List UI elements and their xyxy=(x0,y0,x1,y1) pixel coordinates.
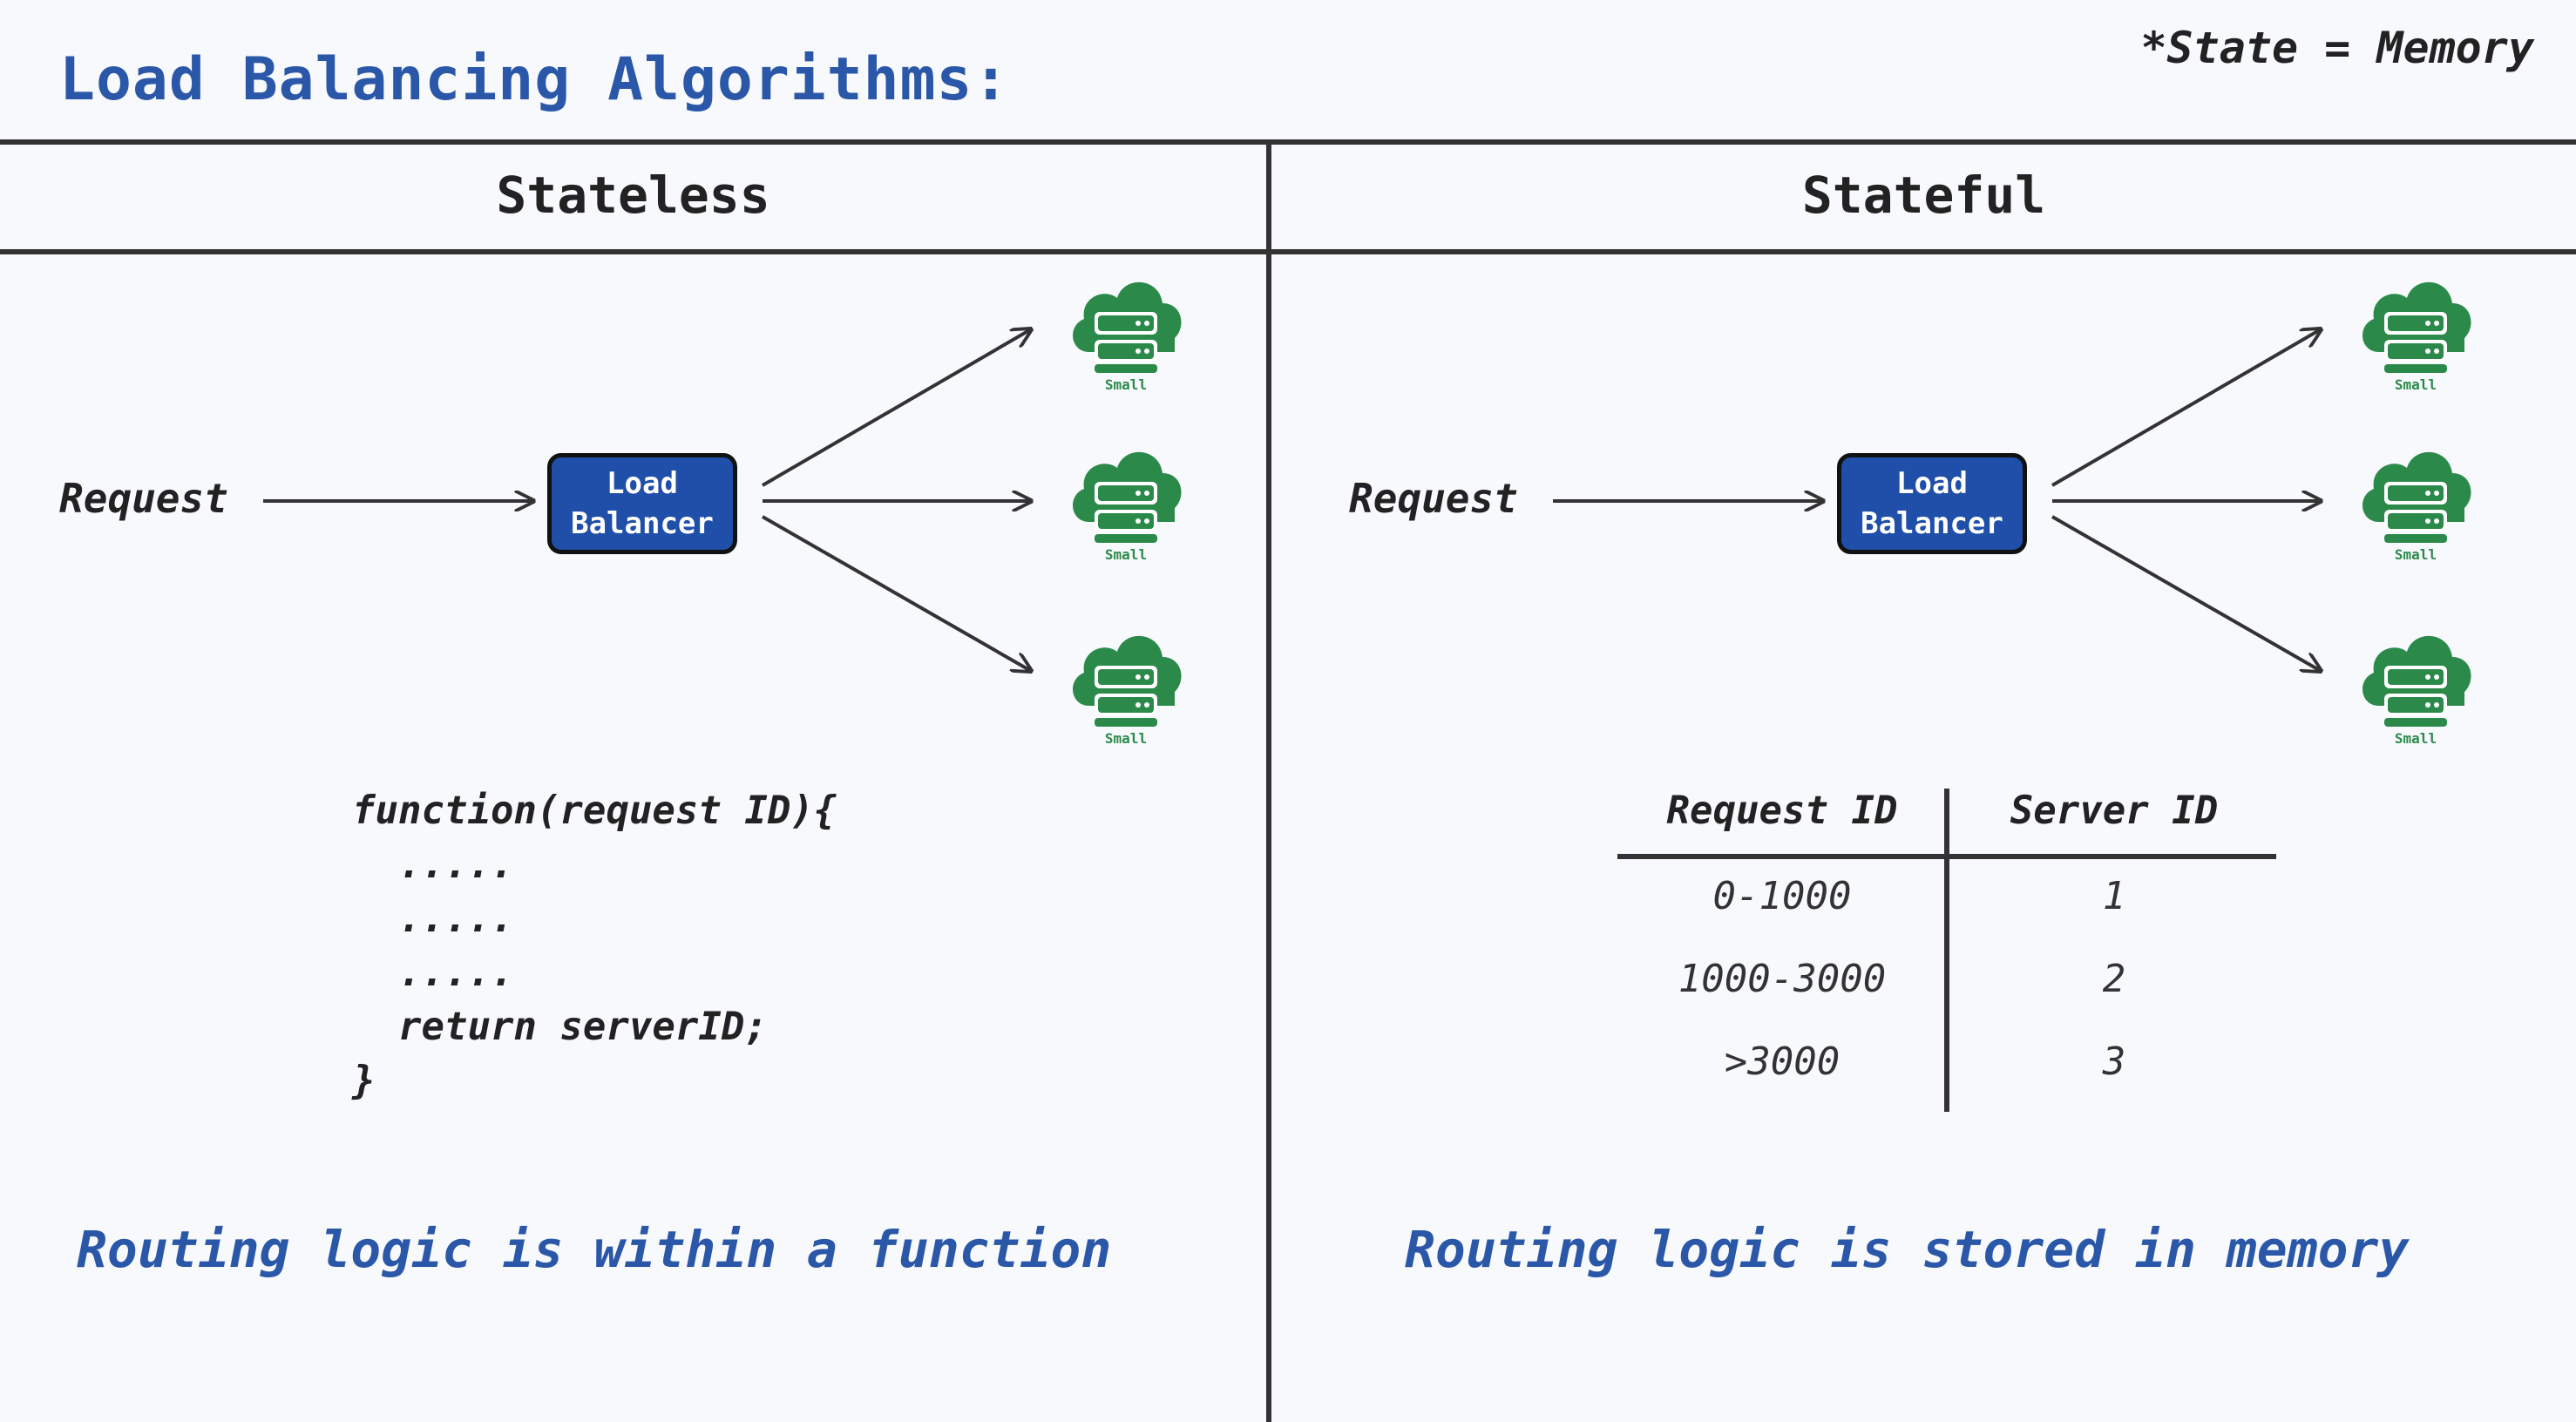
stateful-caption: Routing logic is stored in memory xyxy=(1405,1220,2410,1279)
state-note: *State = Memory xyxy=(2140,23,2534,73)
server-1-stateless: Small xyxy=(1063,268,1189,399)
code-line: ..... xyxy=(352,951,514,995)
request-label-stateful: Request xyxy=(1349,475,1518,522)
routing-function-code: function(request ID){ ..... ..... ..... … xyxy=(352,784,837,1108)
table-cell-request-range: 0-1000 xyxy=(1712,874,1852,918)
server-3-stateless: Small xyxy=(1063,622,1189,753)
server-size-label: Small xyxy=(1104,730,1148,747)
server-size-label: Small xyxy=(1104,376,1148,393)
server-size-label: Small xyxy=(1104,546,1148,563)
stateless-header: Stateless xyxy=(496,166,770,225)
cloud-server-icon xyxy=(1073,281,1182,373)
server-size-label: Small xyxy=(2394,730,2437,747)
page-title: Load Balancing Algorithms: xyxy=(59,45,1010,114)
server-3-stateful: Small xyxy=(2353,622,2478,753)
server-2-stateless: Small xyxy=(1063,438,1189,569)
load-balancer-stateful: Load Balancer xyxy=(1837,453,2027,554)
cloud-server-icon xyxy=(2362,281,2471,373)
table-cell-server-id: 1 xyxy=(2102,874,2126,918)
request-label-stateless: Request xyxy=(59,475,228,522)
top-divider xyxy=(0,139,2576,145)
table-cell-server-id: 3 xyxy=(2102,1039,2126,1084)
header-divider xyxy=(0,249,2576,254)
code-line: ..... xyxy=(352,843,514,887)
cloud-server-icon xyxy=(1073,451,1182,543)
lb-to-server-3-left xyxy=(762,515,1031,671)
cloud-server-icon xyxy=(2362,635,2471,727)
code-line: ..... xyxy=(352,897,514,941)
code-line: } xyxy=(352,1059,376,1103)
load-balancer-stateless: Load Balancer xyxy=(547,453,737,554)
lb-to-server-1-right xyxy=(2051,329,2321,487)
table-cell-request-range: >3000 xyxy=(1724,1039,1840,1084)
table-header-request-id: Request ID xyxy=(1666,789,1898,833)
lb-to-server-3-right xyxy=(2051,515,2321,671)
cloud-server-icon xyxy=(1073,635,1182,727)
server-1-stateful: Small xyxy=(2353,268,2478,399)
center-divider xyxy=(1266,142,1271,1422)
server-size-label: Small xyxy=(2394,546,2437,563)
load-balancer-label-line1: Load xyxy=(607,466,678,501)
stateful-header: Stateful xyxy=(1801,166,2046,225)
load-balancer-label-line2: Balancer xyxy=(1861,506,2003,541)
load-balancer-label-line2: Balancer xyxy=(571,506,714,541)
lb-to-server-1-left xyxy=(761,329,1031,487)
cloud-server-icon xyxy=(2362,451,2471,543)
table-cell-server-id: 2 xyxy=(2102,957,2126,1001)
stateless-caption: Routing logic is within a function xyxy=(77,1220,1112,1279)
server-2-stateful: Small xyxy=(2353,438,2478,569)
code-line: return serverID; xyxy=(352,1005,768,1049)
table-header-server-id: Server ID xyxy=(2010,789,2219,833)
server-size-label: Small xyxy=(2394,376,2437,393)
load-balancer-label-line1: Load xyxy=(1896,466,1968,501)
code-line: function(request ID){ xyxy=(352,789,837,833)
table-cell-request-range: 1000-3000 xyxy=(1678,957,1887,1001)
